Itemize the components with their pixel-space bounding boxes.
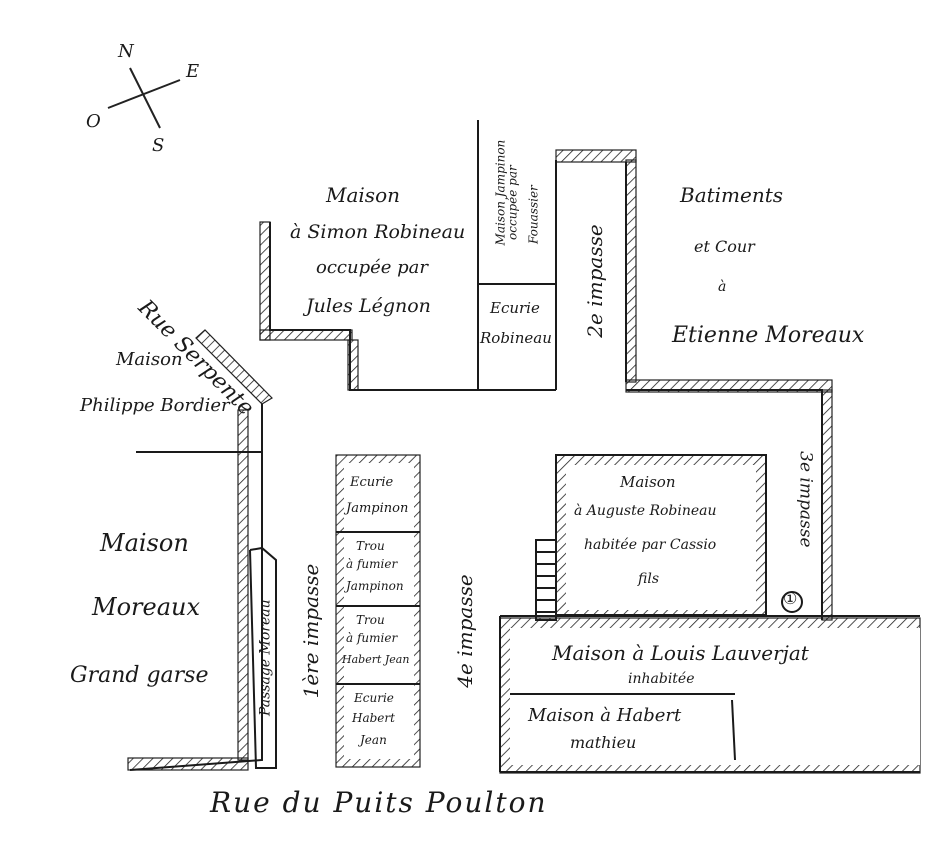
label-batiments-1: Batiments xyxy=(680,183,784,207)
label-simon-3: occupée par xyxy=(316,257,428,278)
label-auguste-2: à Auguste Robineau xyxy=(574,503,717,519)
label-moreaux-3: Grand garse xyxy=(70,663,209,688)
label-simon-4: Jules Légnon xyxy=(306,295,431,317)
wall-simon-bottom xyxy=(259,329,353,341)
label-auguste-1: Maison xyxy=(620,473,676,491)
label-ecurie-habert-2: Habert xyxy=(352,711,395,725)
impasse-second: 2e impasse xyxy=(583,224,607,338)
label-trou-habert-2: à fumier xyxy=(346,631,398,645)
label-ecurie-robineau-1: Ecurie xyxy=(490,299,540,317)
impasse-third: 3e impasse xyxy=(795,451,816,548)
wall-2e-impasse-right xyxy=(625,159,637,383)
label-auguste-3: habitée par Cassio xyxy=(584,537,717,553)
label-trou-jampinon-2: à fumier xyxy=(346,557,398,571)
wall-rue-serpente xyxy=(195,329,273,405)
wall-2e-impasse-top xyxy=(555,149,637,163)
label-trou-jampinon-1: Trou xyxy=(356,539,385,553)
label-ecurie-habert-3: Jean xyxy=(360,733,387,747)
label-trou-jampinon-3: Jampinon xyxy=(346,579,404,593)
label-ecurie-robineau-2: Robineau xyxy=(480,329,552,347)
label-simon-2: à Simon Robineau xyxy=(290,221,466,243)
compass-eo-line xyxy=(107,79,181,109)
label-jampinon-3: Fouassier xyxy=(526,185,541,244)
street-rue-puits-poulton: Rue du Puits Poulton xyxy=(210,786,548,819)
label-auguste-4: fils xyxy=(638,571,659,587)
label-ecurie-jampinon-1: Ecurie xyxy=(350,475,394,490)
wall-maison-moreaux-right xyxy=(237,409,249,761)
label-ecurie-jampinon-2: Jampinon xyxy=(346,501,409,516)
label-bordier-2: Philippe Bordier xyxy=(80,395,230,416)
label-moreaux-2: Moreaux xyxy=(92,593,200,621)
label-habert-mathieu-2: mathieu xyxy=(570,733,637,752)
impasse-first: 1ère impasse xyxy=(299,563,323,699)
building-interiors xyxy=(344,463,920,765)
well-icon: ① xyxy=(783,589,798,608)
label-lauverjat-1: Maison à Louis Lauverjat xyxy=(552,641,809,665)
compass-west-label: O xyxy=(86,111,101,132)
label-jampinon-2: occupée par xyxy=(505,165,520,240)
compass-ns-line xyxy=(129,67,161,129)
label-trou-habert-3: Habert Jean xyxy=(342,653,410,666)
label-habert-mathieu-1: Maison à Habert xyxy=(528,705,682,726)
label-simon-1: Maison xyxy=(326,183,400,207)
impasse-fourth: 4e impasse xyxy=(453,574,477,688)
label-lauverjat-2: inhabitée xyxy=(628,671,695,687)
label-batiments-3: à xyxy=(718,279,727,295)
plan-lines xyxy=(129,120,920,773)
compass-rose xyxy=(107,67,181,129)
compass-east-label: E xyxy=(186,61,200,82)
compass-north-label: N xyxy=(118,41,134,62)
label-ecurie-habert-1: Ecurie xyxy=(354,691,394,705)
label-moreaux-1: Maison xyxy=(100,529,189,557)
well-circle xyxy=(781,591,803,613)
wall-3e-impasse-right xyxy=(821,389,833,621)
compass-south-label: S xyxy=(152,135,165,156)
label-bordier-1: Maison xyxy=(116,349,183,370)
label-trou-habert-1: Trou xyxy=(356,613,385,627)
wall-simon-left xyxy=(259,221,271,341)
street-passage-moreau: Passage Moreau xyxy=(257,599,274,717)
label-batiments-2: et Cour xyxy=(694,237,755,256)
label-batiments-4: Etienne Moreaux xyxy=(672,323,865,348)
